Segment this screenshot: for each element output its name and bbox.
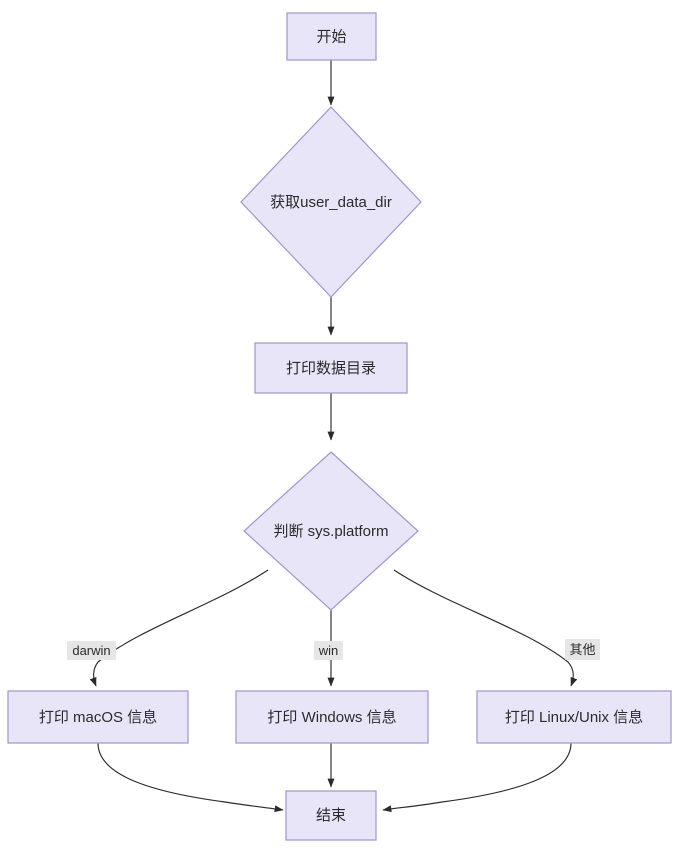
node-end-shape[interactable] xyxy=(285,790,377,841)
edge-check-platform-to-linux xyxy=(393,569,578,687)
edge-linux-to-end xyxy=(382,742,572,813)
node-print-dir[interactable]: 打印数据目录 xyxy=(254,342,408,394)
edge-label-win: win xyxy=(314,641,343,660)
node-get-dir-shape[interactable] xyxy=(240,106,422,298)
edge-label-win-background xyxy=(314,641,343,660)
node-print-macos[interactable]: 打印 macOS 信息 xyxy=(7,690,189,744)
node-layer: 开始 获取user_data_dir 打印数据目录 判断 sys.platfor… xyxy=(7,12,672,841)
edge-label-darwin-background xyxy=(67,641,116,660)
edge-label-darwin: darwin xyxy=(67,641,116,660)
node-start-shape[interactable] xyxy=(286,12,377,61)
edge-macos-to-end xyxy=(97,742,284,813)
node-print-linux-shape[interactable] xyxy=(476,690,672,744)
node-start[interactable]: 开始 xyxy=(286,12,377,61)
node-print-windows[interactable]: 打印 Windows 信息 xyxy=(235,690,429,744)
edge-check-platform-to-macos xyxy=(89,569,269,687)
node-get-dir[interactable]: 获取user_data_dir xyxy=(240,106,422,298)
node-end[interactable]: 结束 xyxy=(285,790,377,841)
edge-label-layer: darwin win 其他 xyxy=(67,639,600,660)
node-check-platform[interactable]: 判断 sys.platform xyxy=(243,451,419,611)
node-print-windows-shape[interactable] xyxy=(235,690,429,744)
node-print-linux[interactable]: 打印 Linux/Unix 信息 xyxy=(476,690,672,744)
edge-layer xyxy=(89,60,578,813)
node-print-dir-shape[interactable] xyxy=(254,342,408,394)
node-check-platform-shape[interactable] xyxy=(243,451,419,611)
edge-label-other-background xyxy=(565,639,600,660)
node-print-macos-shape[interactable] xyxy=(7,690,189,744)
edge-label-other: 其他 xyxy=(565,639,600,660)
